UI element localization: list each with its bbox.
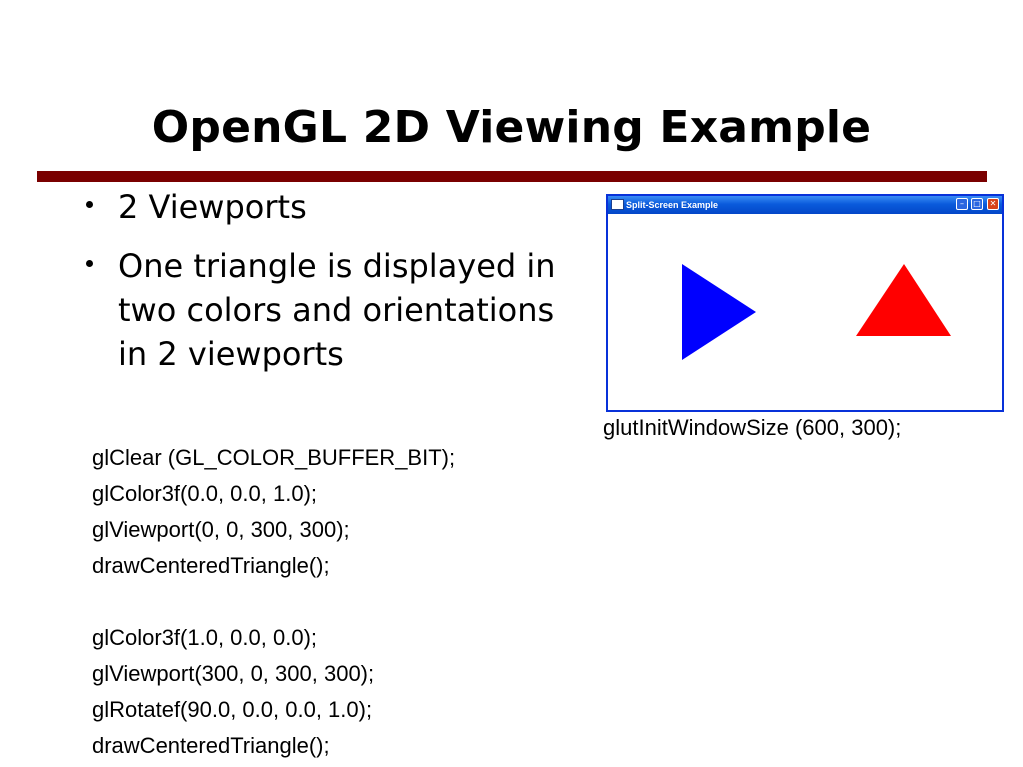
code-line: glViewport(0, 0, 300, 300); [92,517,350,542]
code-line: glRotatef(90.0, 0.0, 0.0, 1.0); [92,697,373,722]
slide-title: OpenGL 2D Viewing Example [151,102,872,153]
bullet-text: 2 Viewports [118,188,307,226]
app-window-icon [611,199,624,210]
window-titlebar: Split-Screen Example – □ ✕ [608,196,1002,214]
red-triangle [856,264,951,336]
minimize-icon: – [956,198,968,210]
bullet-item: One triangle is displayed in two colors … [80,244,580,376]
code-line: glClear (GL_COLOR_BUFFER_BIT); [92,445,456,470]
close-icon: ✕ [987,198,999,210]
bullet-text: One triangle is displayed in two colors … [118,247,556,373]
code-line: glColor3f(0.0, 0.0, 1.0); [92,481,318,506]
bullet-dot-icon [86,260,93,267]
window-size-caption: glutInitWindowSize (600, 300); [603,415,902,440]
maximize-icon: □ [971,198,983,210]
code-line: glColor3f(1.0, 0.0, 0.0); [92,625,318,650]
code-listing: glClear (GL_COLOR_BUFFER_BIT); glColor3f… [92,440,455,764]
bullet-list: 2 Viewports One triangle is displayed in… [80,185,580,391]
code-line: glViewport(300, 0, 300, 300); [92,661,375,686]
code-line-blank [92,584,455,620]
bullet-dot-icon [86,201,93,208]
window-canvas [682,264,951,360]
bullet-item: 2 Viewports [80,185,580,229]
code-line: drawCenteredTriangle(); [92,733,330,758]
code-line: drawCenteredTriangle(); [92,553,330,578]
split-screen-window-screenshot: Split-Screen Example – □ ✕ [606,194,1004,412]
title-divider [37,171,987,182]
blue-triangle [682,264,756,360]
window-title: Split-Screen Example [626,200,719,210]
